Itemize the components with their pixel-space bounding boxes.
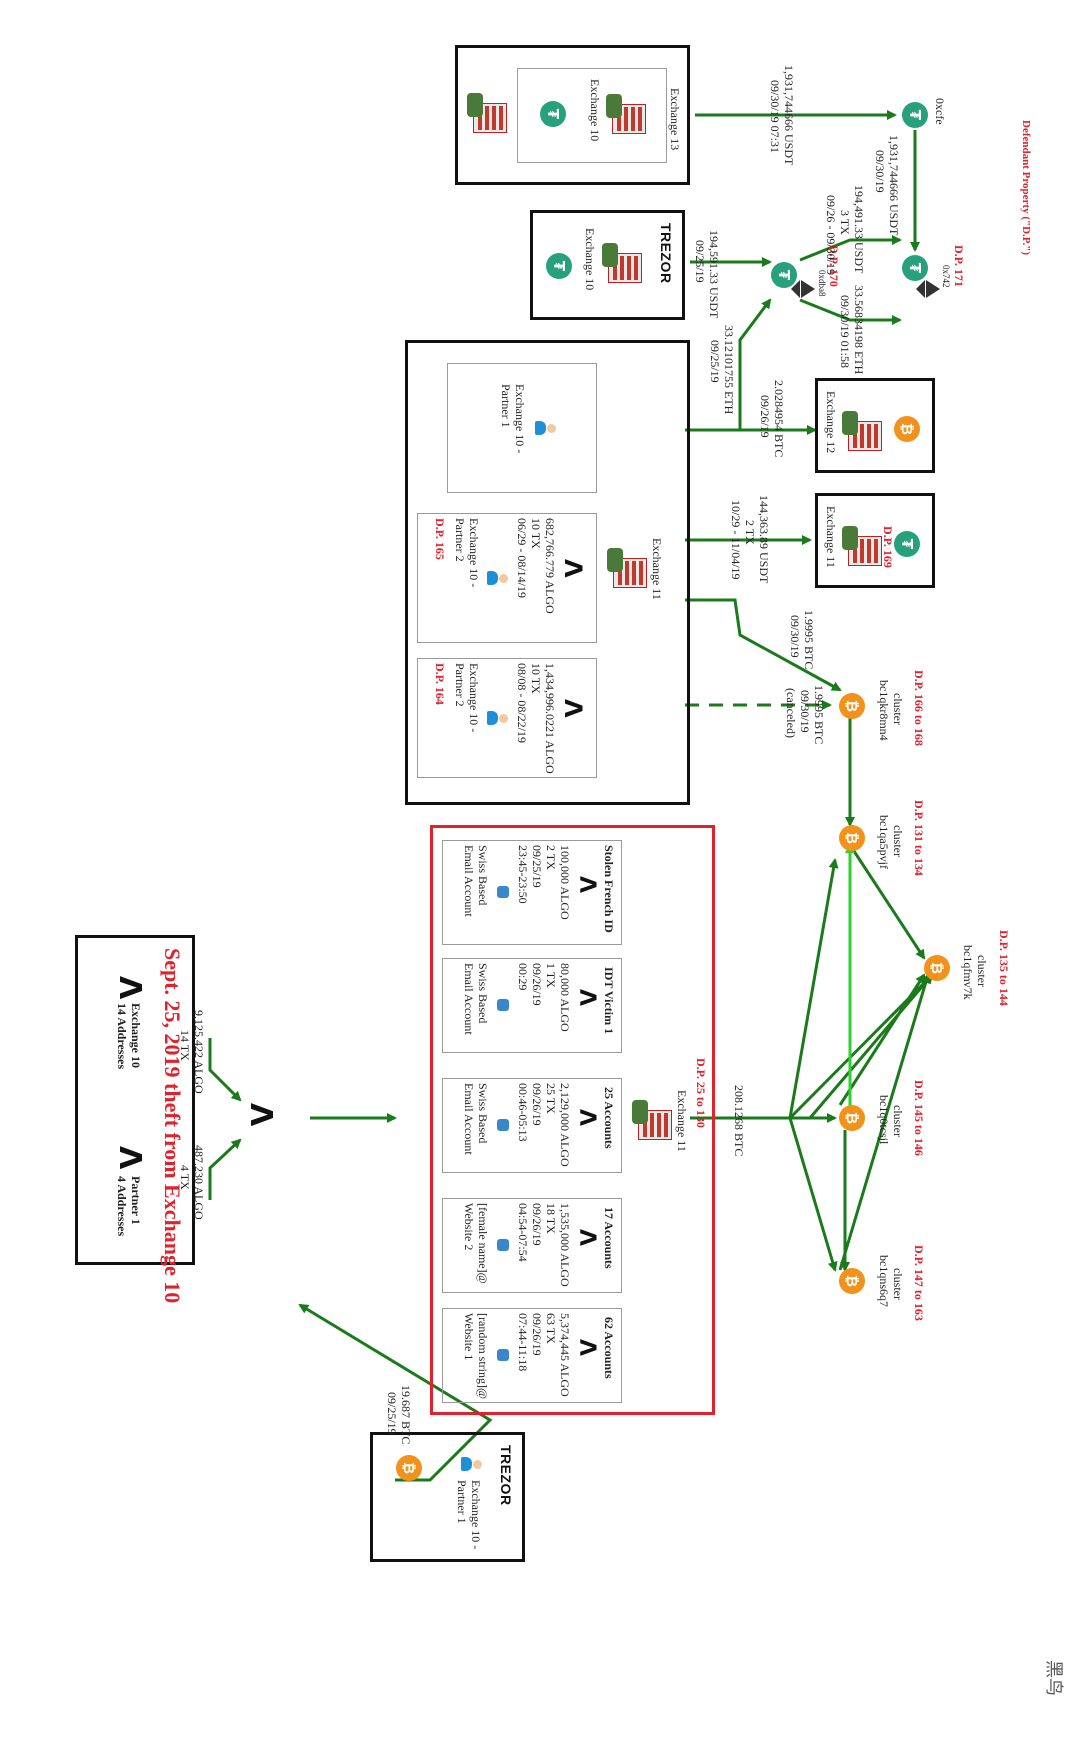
hub-algo-icon: Λ bbox=[243, 1103, 278, 1127]
email-icon bbox=[497, 1349, 509, 1361]
arrow-exchange10-to-hub bbox=[208, 1038, 242, 1102]
edge-eth-amount: 33.12101755 ETH bbox=[722, 325, 736, 415]
cluster-ns6q7-icon: ₿ bbox=[839, 1268, 865, 1294]
exchange10-label: Exchange 10 bbox=[129, 1003, 143, 1069]
exchange11-black-box: Exchange 11 Λ 1,434,996.0221 ALGO 10 TX … bbox=[405, 340, 690, 805]
arrow-fan-a5pvjf bbox=[788, 858, 839, 1119]
edge-exchange13-amount: 1,931,744666 USDT bbox=[782, 65, 796, 166]
address-0xcfe-icon: ₮ bbox=[902, 102, 928, 128]
algo-icon: Λ bbox=[574, 1109, 599, 1127]
partner2-dp165-card: Λ 682,766.779 ALGO 10 TX 06/29 - 08/14/1… bbox=[417, 513, 597, 643]
arrow-0tcsjl-to-fmv7k bbox=[838, 973, 926, 1106]
tether-icon: ₮ bbox=[894, 531, 920, 557]
exchange11-red-dp: D.P. 25 to 130 bbox=[694, 1058, 708, 1128]
arrow-ns6q7-to-fmv7k bbox=[838, 973, 931, 1271]
exchange11-logo-icon bbox=[632, 1100, 672, 1140]
arrow-fan2 bbox=[808, 973, 934, 1119]
algo-icon: Λ bbox=[559, 559, 587, 578]
algo-icon: Λ bbox=[559, 699, 587, 718]
trezor-usdt-box: TREZOR Exchange 10 ₮ bbox=[530, 210, 685, 320]
algo-icon: Λ bbox=[574, 876, 599, 894]
tether-icon: ₮ bbox=[540, 101, 566, 127]
diagram-title: Sept. 25, 2019 theft from Exchange 10 bbox=[160, 948, 185, 1304]
person-icon bbox=[486, 709, 508, 727]
edge-exchange10-amount: 9,125,422 ALGO bbox=[192, 1010, 206, 1094]
exchange10-logo-icon bbox=[606, 94, 646, 134]
arrow-partner1-to-dp170-eth bbox=[738, 298, 772, 430]
exchange12-logo-icon bbox=[842, 411, 882, 451]
arrow-partner1-to-hub bbox=[208, 1138, 242, 1200]
email-icon bbox=[497, 999, 509, 1011]
exchange11-dp169-box: Exchange 11 ₮ D.P. 169 bbox=[815, 493, 935, 588]
edge-canceled-amount: 1.9995 BTC bbox=[812, 685, 826, 745]
edge-trezor-date: 09/25/19 bbox=[385, 1392, 399, 1435]
edge-1995-amount: 1.9995 BTC bbox=[802, 610, 816, 670]
account-card-62: 62 Accounts Λ 5,374,445 ALGO 63 TX 09/26… bbox=[442, 1308, 622, 1403]
partner1-addresses: 4 Addresses bbox=[115, 1176, 129, 1237]
partner1-label: Partner 1 bbox=[129, 1176, 143, 1225]
trezor-logo: TREZOR bbox=[658, 223, 674, 284]
edge-exchange10-tx: 14 TX bbox=[178, 1030, 192, 1061]
theft-summary-box: Sept. 25, 2019 theft from Exchange 10 Λ … bbox=[75, 935, 195, 1303]
cluster-kr8mn4-icon: ₿ bbox=[839, 693, 865, 719]
dp170-eth-icon bbox=[801, 280, 815, 298]
partner1-algo-icon: Λ bbox=[112, 1146, 147, 1170]
account-card-idt: IDT Victim 1 Λ 80,000 ALGO 1 TX 09/26/19… bbox=[442, 958, 622, 1053]
person-icon bbox=[534, 419, 556, 437]
edge-170-171-usdt-amount: 194,491.33 USDT bbox=[852, 185, 866, 274]
arrow-dp165-to-kr8mn4 bbox=[685, 598, 842, 692]
cluster-a5pvjf-icon: ₿ bbox=[839, 825, 865, 851]
algo-icon: Λ bbox=[574, 1229, 599, 1247]
exchange11-red-box: Exchange 11 D.P. 25 to 130 62 Accounts Λ… bbox=[430, 825, 715, 1415]
email-icon bbox=[497, 1239, 509, 1251]
email-icon bbox=[497, 1119, 509, 1131]
tether-icon: ₮ bbox=[546, 253, 572, 279]
bitcoin-icon: ₿ bbox=[894, 416, 920, 442]
arrow-a5pvjf-to-fmv7k bbox=[848, 844, 926, 960]
exchange11-logo-icon bbox=[607, 548, 647, 588]
exchange10-algo-icon: Λ bbox=[112, 976, 147, 1000]
edge-trezor-amount: 19.687 BTC bbox=[399, 1385, 413, 1445]
legend-defendant-property: Defendant Property ("D.P.") bbox=[1020, 120, 1032, 256]
trezor-logo: TREZOR bbox=[498, 1445, 514, 1506]
cluster-0tcsjl-icon: ₿ bbox=[839, 1105, 865, 1131]
partner1-card: Exchange 10 - Partner 1 bbox=[447, 363, 597, 493]
edge-trezor-usdt-amount: 194,591.33 USDT bbox=[707, 230, 721, 319]
algo-icon: Λ bbox=[574, 989, 599, 1007]
exchange12-box: Exchange 12 ₿ bbox=[815, 378, 935, 473]
account-card-17: 17 Accounts Λ 1,535,000 ALGO 18 TX 09/26… bbox=[442, 1198, 622, 1293]
exchange11-red-label: Exchange 11 bbox=[675, 1090, 689, 1152]
exchange10-inner-box: Exchange 10 ₮ bbox=[517, 68, 667, 163]
person-icon bbox=[460, 1455, 482, 1473]
account-card-25: 25 Accounts Λ 2,129,000 ALGO 25 TX 09/26… bbox=[442, 1078, 622, 1173]
exchange10-addresses: 14 Addresses bbox=[115, 1003, 129, 1070]
arrow-dp170-to-dp171-eth bbox=[799, 298, 902, 325]
arrow-dp170-to-dp171-usdt bbox=[799, 235, 902, 262]
edge-partner1-tx: 4 TX bbox=[178, 1165, 192, 1190]
exchange13-logo-icon bbox=[467, 93, 507, 133]
edge-dp169-amount: 144,363.89 USDT bbox=[757, 495, 771, 584]
algo-icon: Λ bbox=[574, 1339, 599, 1357]
edge-208-btc: 208.1268 BTC bbox=[732, 1085, 746, 1157]
person-icon bbox=[486, 569, 508, 587]
arrow-fan-ns6q7 bbox=[788, 1117, 838, 1272]
trezor-btc-box: TREZOR Exchange 10 - Partner 1 ₿ bbox=[370, 1432, 525, 1562]
edge-170-171-eth-amount: 33.56834198 ETH bbox=[852, 285, 866, 375]
edge-partner1-amount: 487,230 ALGO bbox=[192, 1145, 206, 1220]
exchange10-logo-icon bbox=[602, 243, 642, 283]
dp171-tether-icon: ₮ bbox=[902, 255, 928, 281]
dp171-eth-icon bbox=[926, 280, 940, 298]
email-icon bbox=[497, 886, 509, 898]
exchange11-logo-icon bbox=[842, 526, 882, 566]
edge-exchange12-amount: 2.0284954 BTC bbox=[772, 380, 786, 458]
account-card-french: Stolen French ID Λ 100,000 ALGO 2 TX 09/… bbox=[442, 840, 622, 945]
partner2-dp164-card: Λ 1,434,996.0221 ALGO 10 TX 08/08 - 08/2… bbox=[417, 658, 597, 778]
exchange13-box: Exchange 10 ₮ Exchange 13 bbox=[455, 45, 690, 185]
edge-0xcfe-amount: 1,931,744666 USDT bbox=[887, 135, 901, 236]
watermark: 黑鸟 bbox=[1043, 1660, 1064, 1696]
bitcoin-icon: ₿ bbox=[396, 1455, 422, 1481]
cluster-fmv7k-icon: ₿ bbox=[924, 955, 950, 981]
